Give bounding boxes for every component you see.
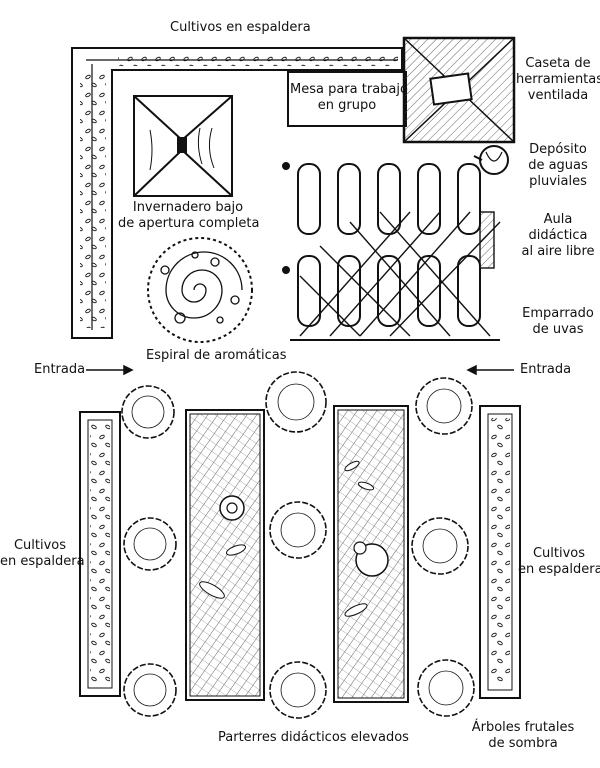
tree [415, 377, 473, 435]
label-entrada-left: Entrada [34, 362, 86, 377]
tree [269, 501, 327, 559]
label-espiral: Espiral de aromáticas [146, 348, 287, 363]
espalier-bed-top [71, 47, 403, 339]
tree [417, 659, 475, 717]
label-entrada-right: Entrada [520, 362, 572, 377]
tree [123, 663, 177, 717]
fruit-trees [121, 371, 475, 719]
tool-shed [402, 36, 516, 144]
herb-spiral [147, 237, 253, 343]
tree [121, 385, 175, 439]
tree [269, 661, 327, 719]
greenhouse [133, 95, 233, 197]
label-parterres: Parterres didácticos elevados [218, 730, 409, 745]
entrance-arrows [86, 364, 514, 376]
raised-bed-left [185, 409, 265, 701]
espalier-bed-left [79, 411, 121, 697]
tree [265, 371, 327, 433]
tree [123, 517, 177, 571]
espalier-bed-right [479, 405, 521, 699]
outdoor-classroom [282, 162, 481, 327]
label-espaldera-top: Cultivos en espaldera [170, 20, 311, 35]
raised-bed-right [333, 405, 409, 703]
grape-arbor [290, 211, 501, 341]
rainwater-tank [473, 145, 509, 175]
tree [411, 517, 469, 575]
